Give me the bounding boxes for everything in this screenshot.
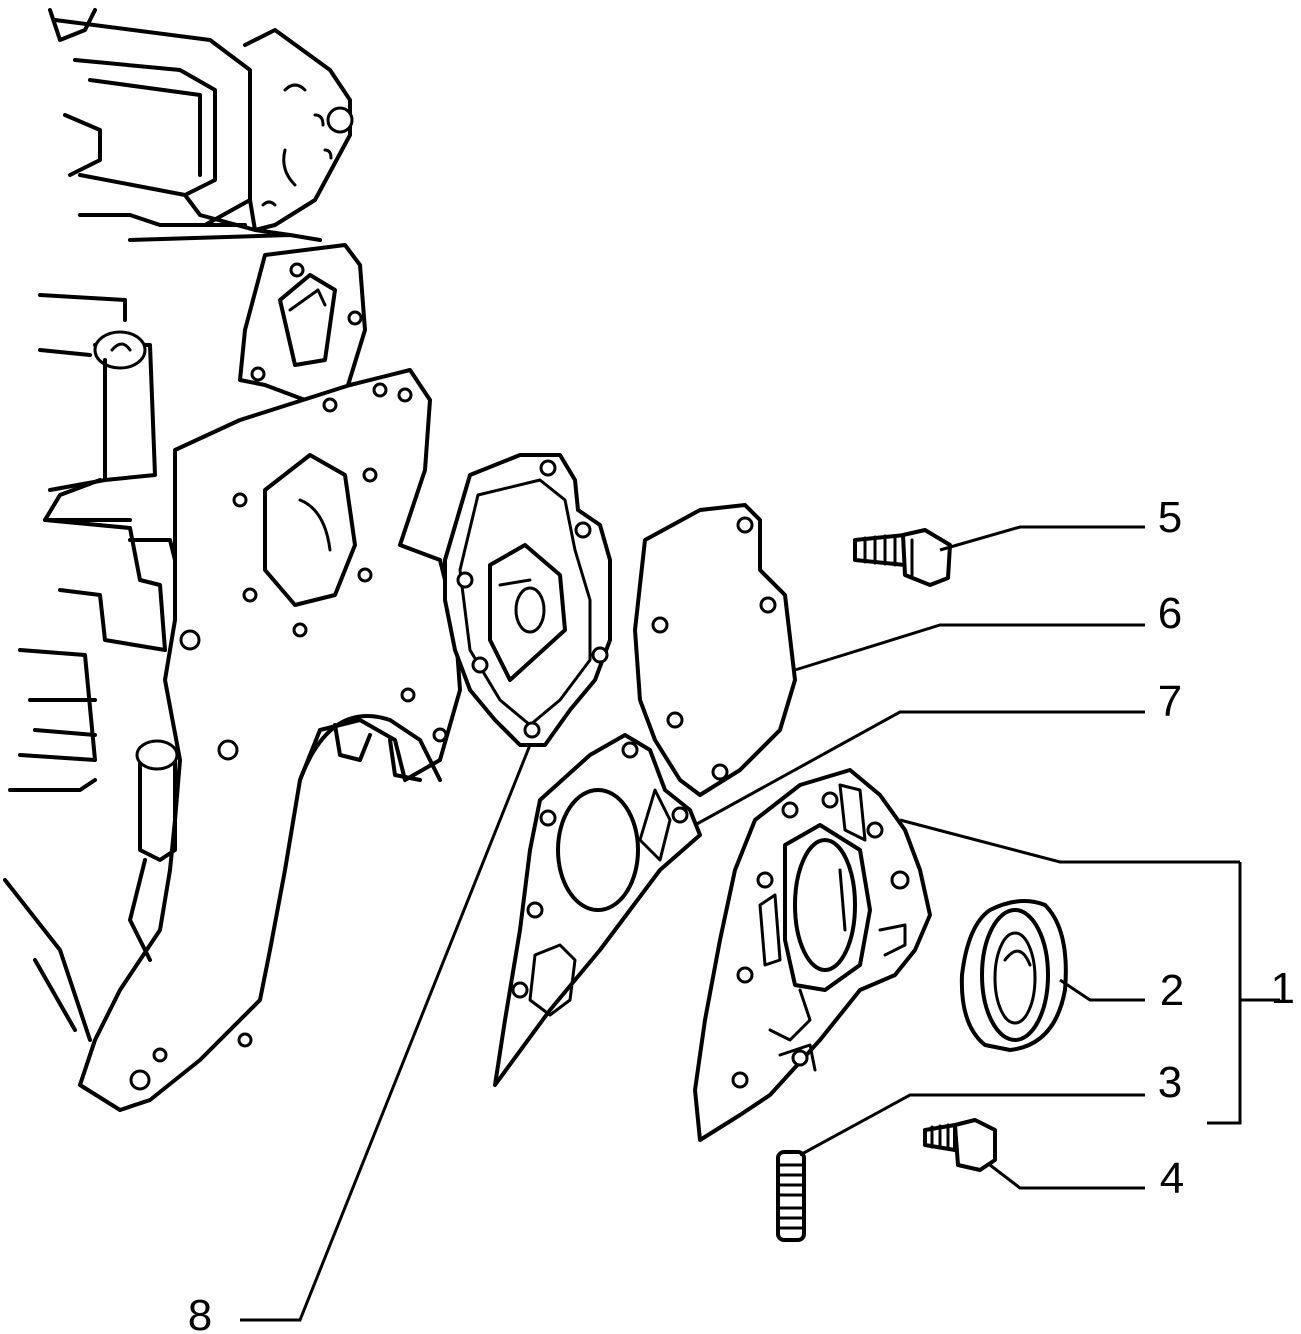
callout-6: 6 xyxy=(1158,589,1182,638)
part-1-seal-carrier xyxy=(693,768,932,1142)
timing-cover-holes xyxy=(129,382,448,1091)
callout-2: 2 xyxy=(1160,966,1184,1015)
callout-4: 4 xyxy=(1160,1154,1184,1203)
part-2-oil-seal xyxy=(959,899,1068,1052)
callout-8: 8 xyxy=(188,1291,212,1334)
leader-lines xyxy=(240,525,1280,1322)
part-5-bolt xyxy=(853,528,952,587)
part-4-bolt xyxy=(923,1118,997,1172)
part-7-flange-gasket xyxy=(493,733,702,1087)
engine-block-drawing xyxy=(3,8,462,1112)
callout-labels: 5 6 7 1 2 3 4 8 xyxy=(188,493,1295,1334)
callout-7: 7 xyxy=(1158,677,1182,726)
callout-5: 5 xyxy=(1158,493,1182,542)
part-8-cover-plate xyxy=(443,453,612,747)
callout-3: 3 xyxy=(1158,1058,1182,1107)
part-3-stud xyxy=(776,1150,806,1242)
part-6-gasket xyxy=(633,503,797,797)
callout-1: 1 xyxy=(1271,964,1295,1013)
